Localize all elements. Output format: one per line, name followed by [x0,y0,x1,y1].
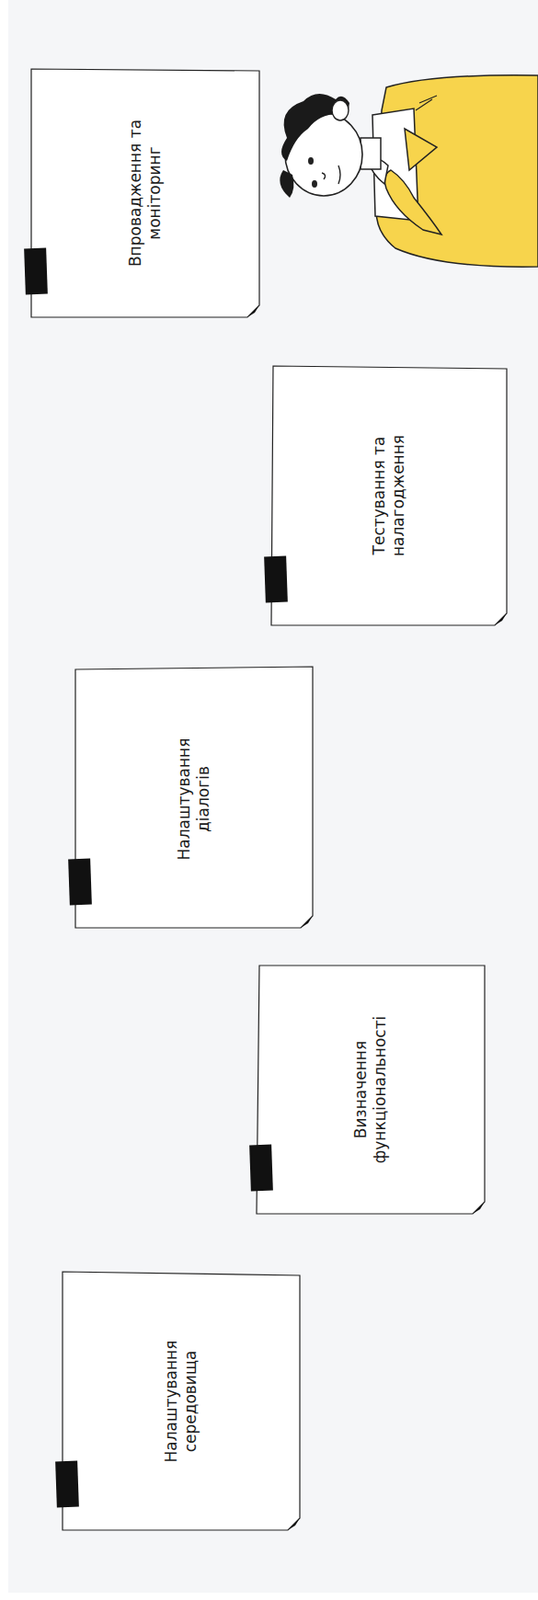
note-label: Налаштування діалогів [174,718,215,880]
note-label: Впровадження та моніторинг [125,113,166,275]
note-label: Налаштування середовища [161,1320,202,1482]
sticky-note: Налаштування діалогів [74,668,314,929]
note-label: Визначення функціональності [351,1009,391,1171]
sticky-note: Впровадження та моніторинг [30,68,261,319]
sticky-note: Тестування та налагодження [270,365,508,627]
sticky-note: Налаштування середовища [61,1270,301,1532]
sticky-note: Визначення функціональності [255,964,486,1215]
note-label: Тестування та налагодження [369,415,410,577]
